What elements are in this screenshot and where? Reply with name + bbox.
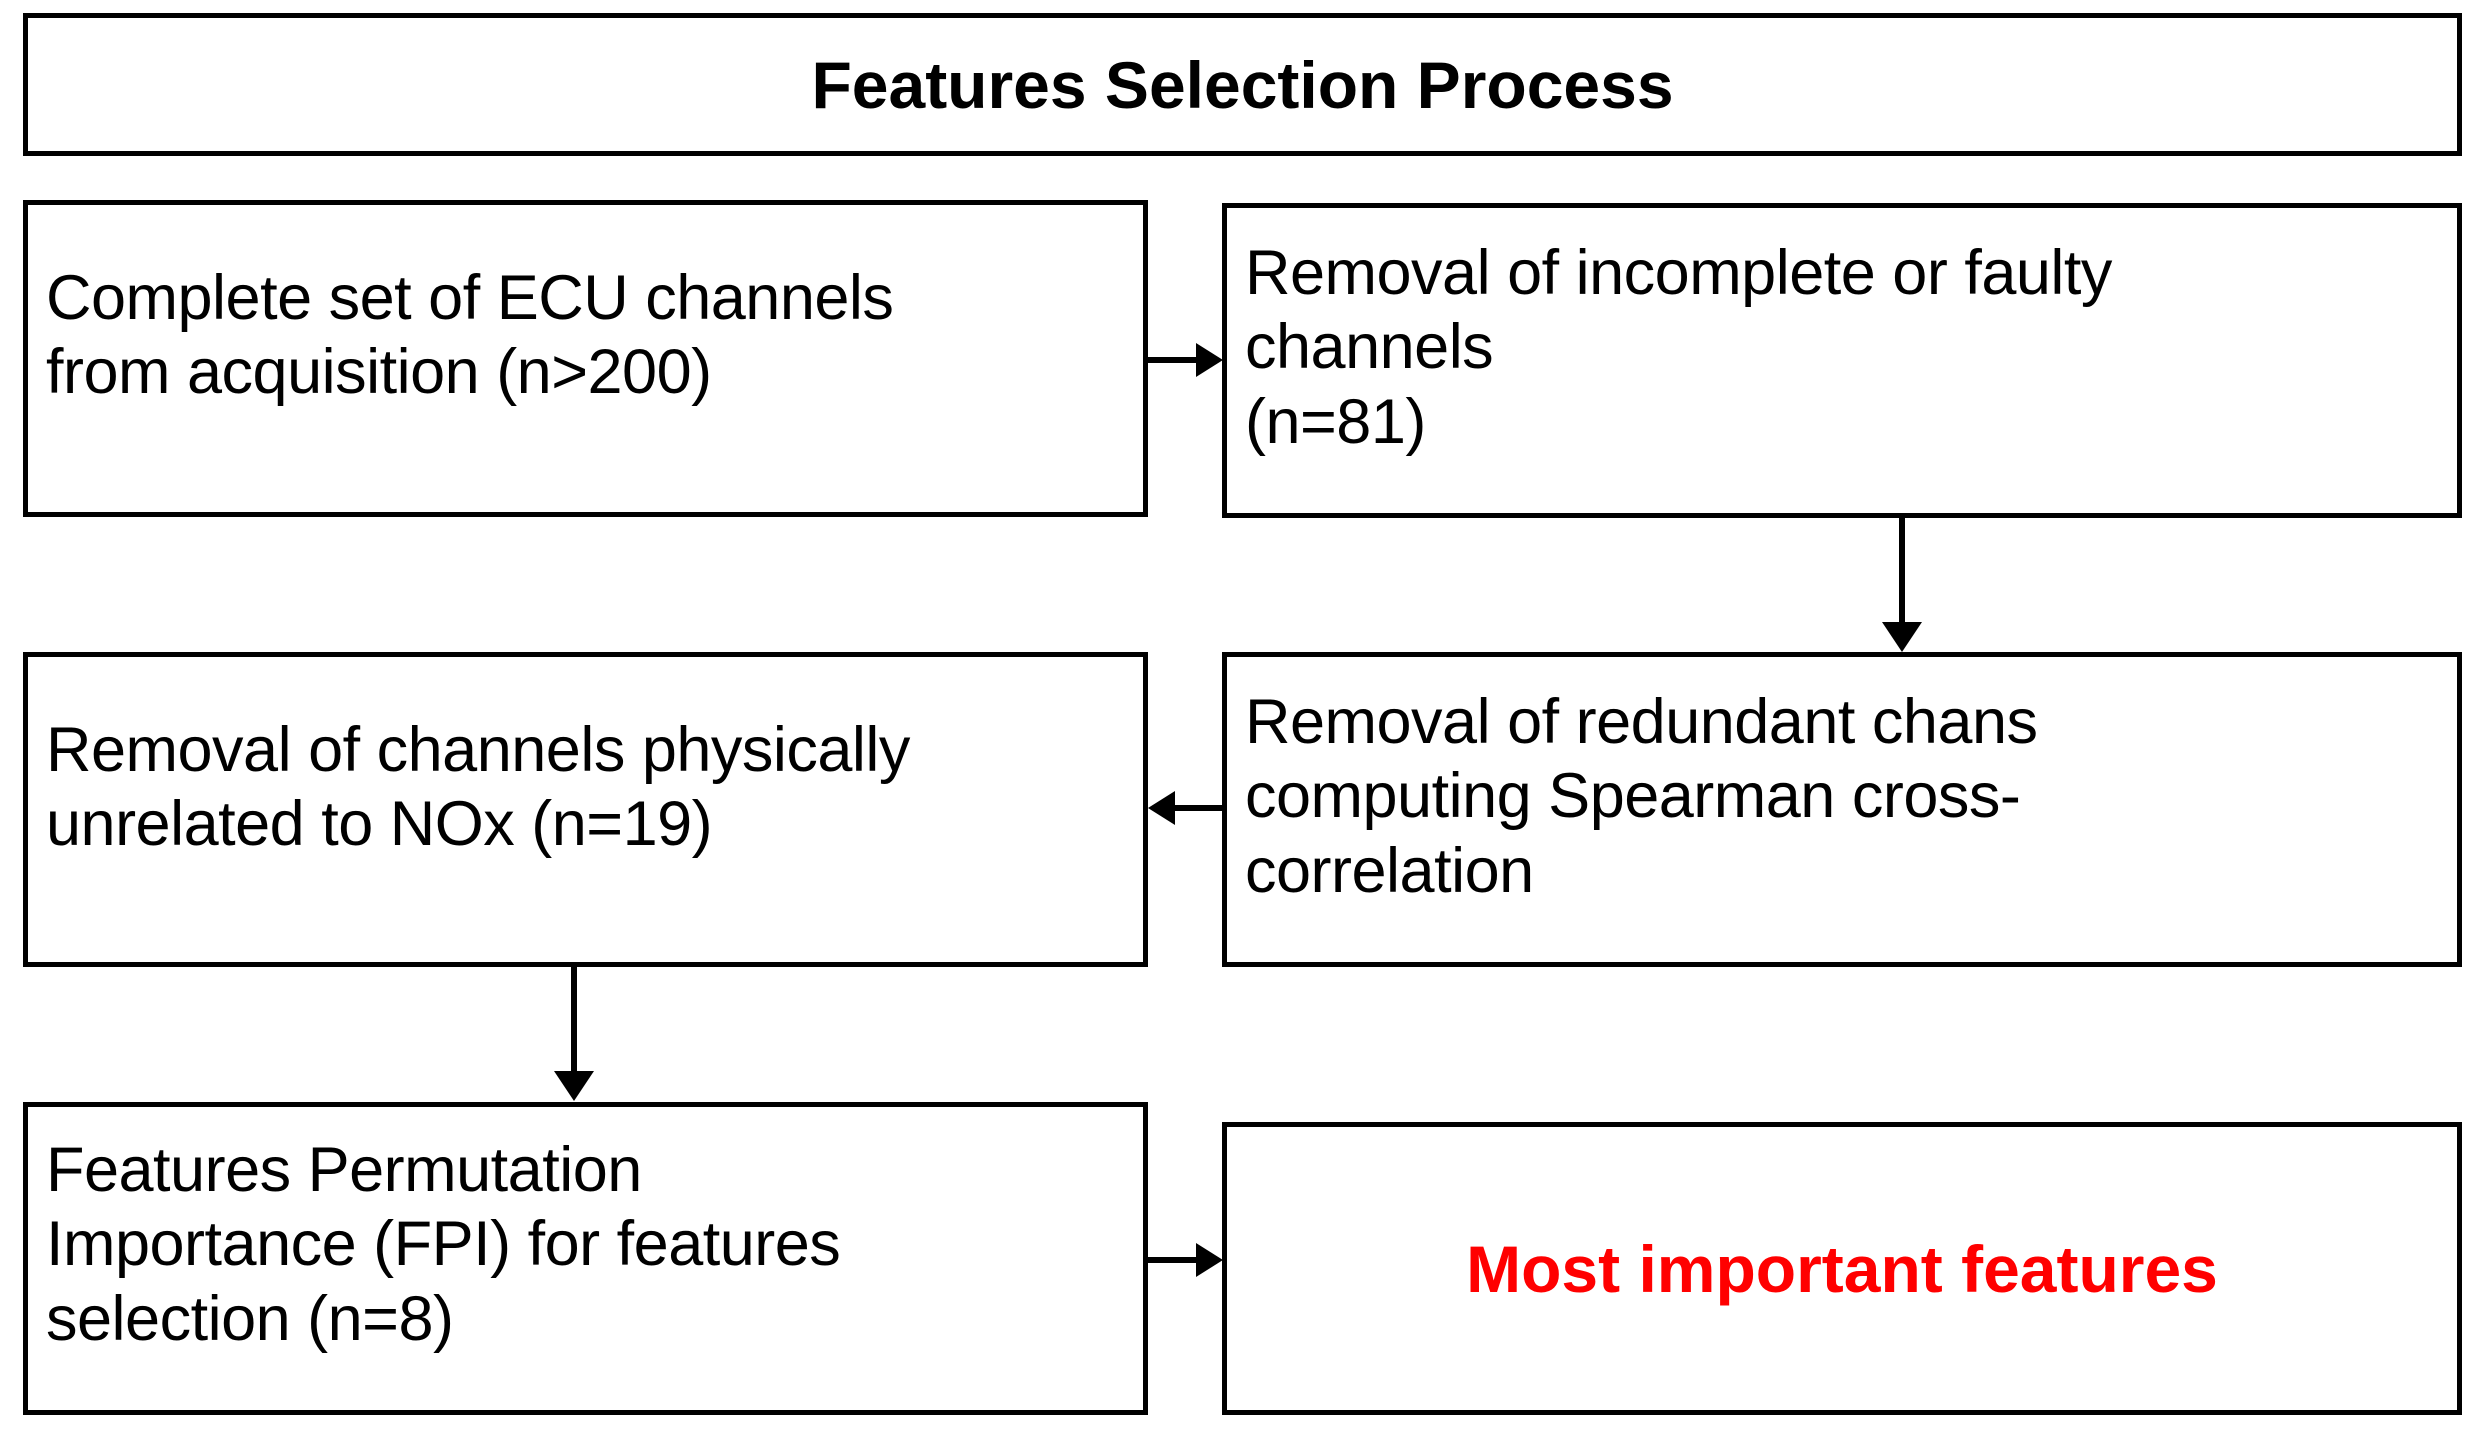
connector-fpi-to-most-important-line [1148,1257,1198,1263]
node-redundant-channels-label: Removal of redundant chans computing Spe… [1245,687,2038,906]
node-ecu-channels-label: Complete set of ECU channels from acquis… [46,263,894,408]
node-feature-permutation-importance: Features Permutation Importance (FPI) fo… [23,1102,1148,1415]
diagram-title-box: Features Selection Process [23,13,2462,156]
node-unrelated-nox: Removal of channels physically unrelated… [23,652,1148,967]
node-most-important-features-label: Most important features [1466,1231,2218,1306]
arrow-right-icon [1196,1243,1223,1277]
node-most-important-features: Most important features [1222,1122,2462,1415]
connector-incomplete-to-redundant-line [1899,518,1905,628]
node-feature-permutation-importance-label: Features Permutation Importance (FPI) fo… [46,1135,841,1354]
node-incomplete-channels-label: Removal of incomplete or faulty channels… [1245,238,2112,457]
arrow-down-icon [554,1071,594,1101]
node-redundant-channels: Removal of redundant chans computing Spe… [1222,652,2462,967]
node-ecu-channels: Complete set of ECU channels from acquis… [23,200,1148,517]
arrow-down-icon [1882,622,1922,652]
diagram-title: Features Selection Process [811,47,1674,122]
arrow-left-icon [1148,791,1175,825]
arrow-right-icon [1196,343,1223,377]
connector-redundant-to-unrelated-line [1172,805,1222,811]
connector-ecu-to-incomplete-line [1148,357,1198,363]
node-incomplete-channels: Removal of incomplete or faulty channels… [1222,203,2462,518]
node-unrelated-nox-label: Removal of channels physically unrelated… [46,715,910,860]
connector-unrelated-to-fpi-line [571,967,577,1077]
